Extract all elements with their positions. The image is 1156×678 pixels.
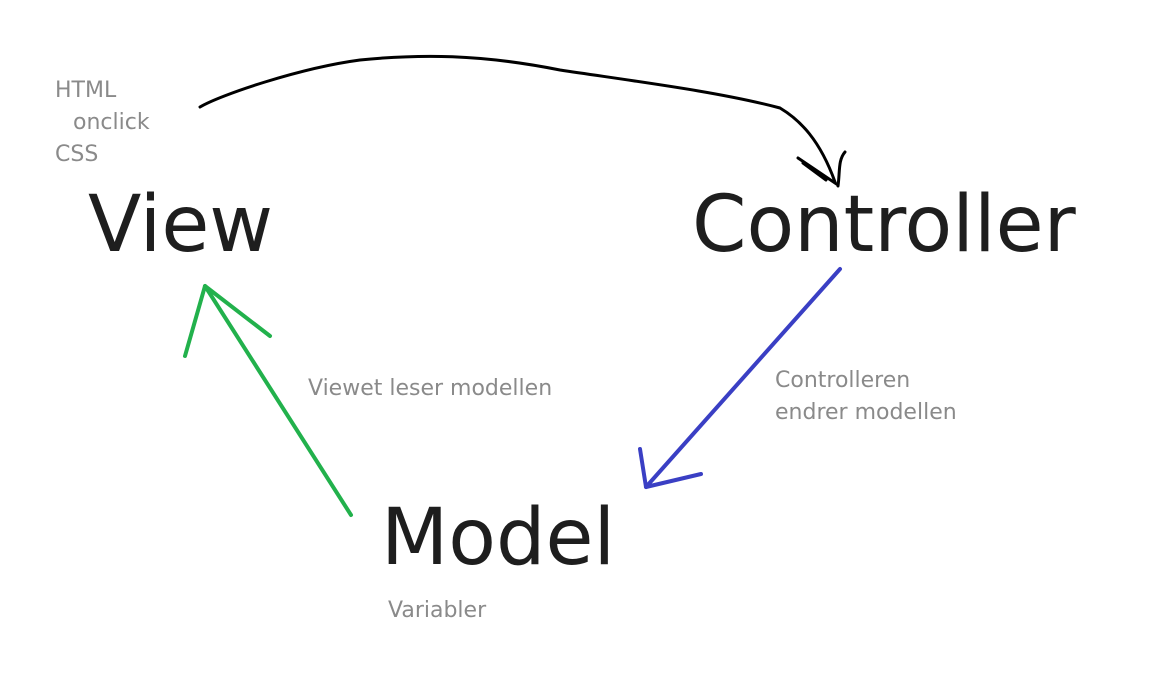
view-to-controller-arrow [198,54,837,184]
view-note-css: CSS [55,142,99,167]
controller-to-model-arrowhead [638,447,703,489]
model-note-variabler: Variabler [388,598,487,623]
model-to-view-arrowhead [183,284,272,358]
node-controller: Controller [692,180,1076,270]
edge-label-controller-to-model-line1: Controlleren [775,368,911,393]
edge-label-controller-to-model-line2: endrer modellen [775,400,957,425]
edge-label-model-to-view: Viewet leser modellen [308,376,553,401]
controller-to-model-arrow [644,267,842,489]
node-model: Model [381,493,616,583]
model-to-view-arrow [203,284,353,517]
view-note-html: HTML [55,78,117,103]
node-view: View [88,180,274,270]
view-note-onclick: onclick [73,110,150,135]
view-to-controller-arrowhead [796,150,847,188]
